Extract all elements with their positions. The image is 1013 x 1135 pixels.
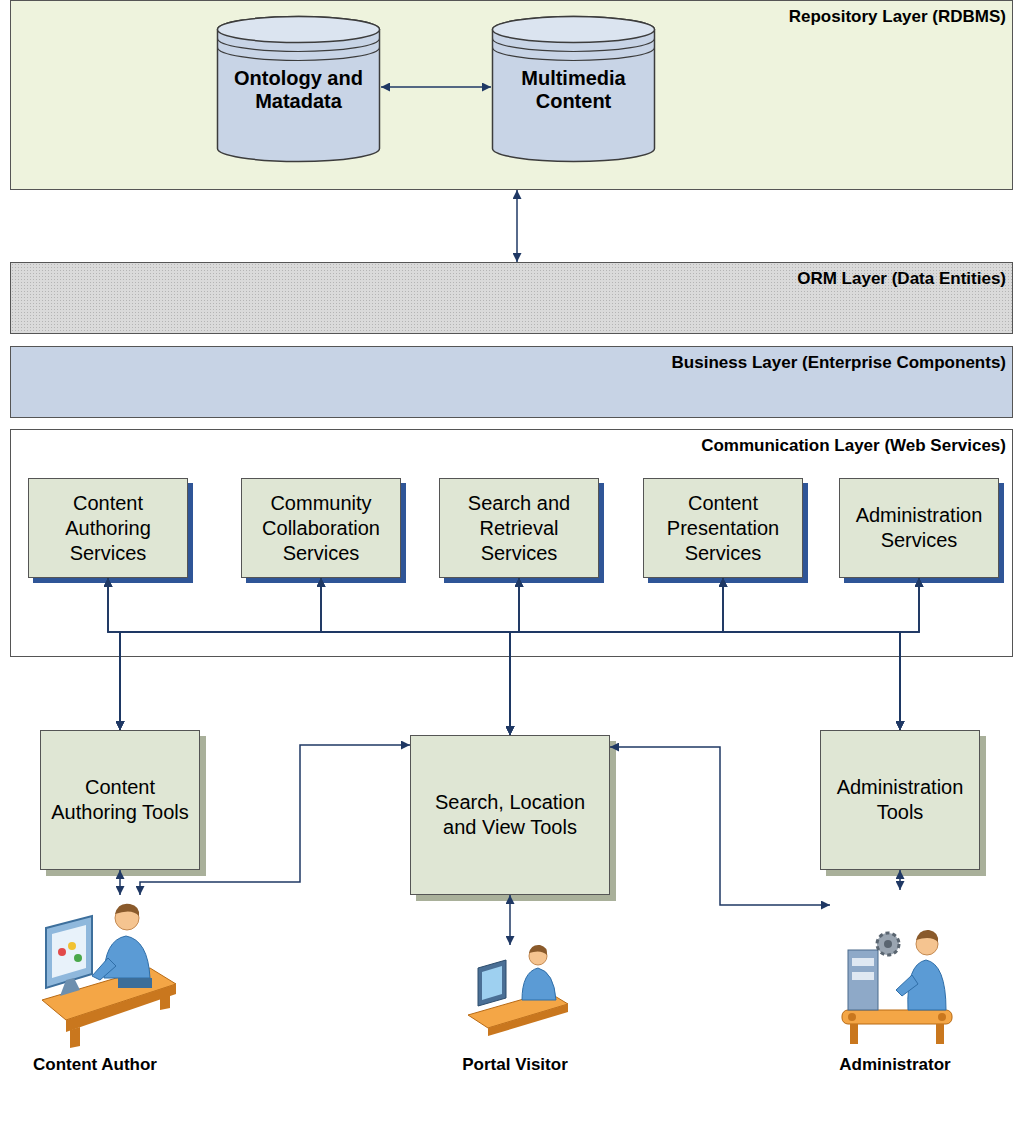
connector-arrow	[120, 578, 919, 730]
actor-label: Portal Visitor	[440, 1055, 590, 1075]
connector-arrow	[723, 578, 900, 730]
cylinder-body	[493, 17, 655, 162]
user-actor: Portal Visitor	[440, 945, 590, 1075]
service-box: Community Collaboration Services	[241, 478, 401, 578]
box-label: Community Collaboration Services	[248, 491, 394, 566]
tool-box: Search, Location and View Tools	[410, 735, 610, 895]
box-label: Ontology and Matadata	[216, 15, 381, 113]
user-actor: Administrator	[830, 890, 960, 1075]
connector-arrow	[108, 578, 900, 730]
user-actor: Content Author	[10, 895, 180, 1075]
layer-title: ORM Layer (Data Entities)	[11, 263, 1012, 289]
connector-arrow	[120, 578, 321, 730]
connector-arrow	[516, 190, 518, 262]
layer-title: Communication Layer (Web Services)	[11, 430, 1012, 456]
connector-arrow	[519, 578, 900, 730]
layer-band: Business Layer (Enterprise Components)	[10, 346, 1013, 418]
connector-arrow	[140, 745, 410, 895]
layer-title: Repository Layer (RDBMS)	[11, 1, 1012, 27]
connector-arrow	[899, 870, 901, 890]
service-box: Search and Retrieval Services	[439, 478, 599, 578]
cylinder-ring	[493, 48, 655, 61]
box-label: Administration Services	[846, 503, 992, 553]
cylinder-ring	[218, 48, 380, 61]
connector-arrow	[321, 578, 510, 735]
database-cylinder: Ontology and Matadata	[216, 15, 381, 163]
connector-arrow	[900, 578, 919, 730]
connector-arrow	[510, 578, 519, 735]
connector-arrow	[119, 870, 121, 895]
tool-box: Administration Tools	[820, 730, 980, 870]
connector-arrow	[509, 895, 511, 945]
service-box: Administration Services	[839, 478, 999, 578]
connector-arrow	[610, 747, 830, 905]
connector-arrow	[108, 578, 120, 730]
box-label: Content Presentation Services	[650, 491, 796, 566]
database-cylinder: Multimedia Content	[491, 15, 656, 163]
actor-label: Content Author	[10, 1055, 180, 1075]
connector-arrow	[510, 578, 723, 735]
connector-arrow	[321, 578, 900, 730]
tool-box: Content Authoring Tools	[40, 730, 200, 870]
box-label: Search, Location and View Tools	[417, 790, 603, 840]
service-box: Content Presentation Services	[643, 478, 803, 578]
connector-arrow	[108, 578, 510, 735]
service-box: Content Authoring Services	[28, 478, 188, 578]
cylinder-top	[218, 17, 380, 43]
connector-arrow	[381, 86, 491, 88]
actor-label: Administrator	[830, 1055, 960, 1075]
layer-band: Repository Layer (RDBMS)Ontology and Mat…	[10, 0, 1013, 190]
connector-arrow	[120, 578, 723, 730]
layer-band: ORM Layer (Data Entities)	[10, 262, 1013, 334]
content-author-icon	[42, 904, 176, 1048]
connector-arrow	[120, 578, 519, 730]
layer-title: Business Layer (Enterprise Components)	[11, 347, 1012, 373]
portal-visitor-icon	[468, 945, 568, 1036]
box-label: Multimedia Content	[491, 15, 656, 113]
box-label: Search and Retrieval Services	[446, 491, 592, 566]
administrator-icon	[842, 930, 952, 1044]
cylinder-body	[218, 17, 380, 162]
box-label: Content Authoring Tools	[47, 775, 193, 825]
box-label: Administration Tools	[827, 775, 973, 825]
layer-band: Communication Layer (Web Services) Conten…	[10, 429, 1013, 657]
cylinder-top	[493, 17, 655, 43]
connector-arrow	[510, 578, 919, 735]
box-label: Content Authoring Services	[35, 491, 181, 566]
